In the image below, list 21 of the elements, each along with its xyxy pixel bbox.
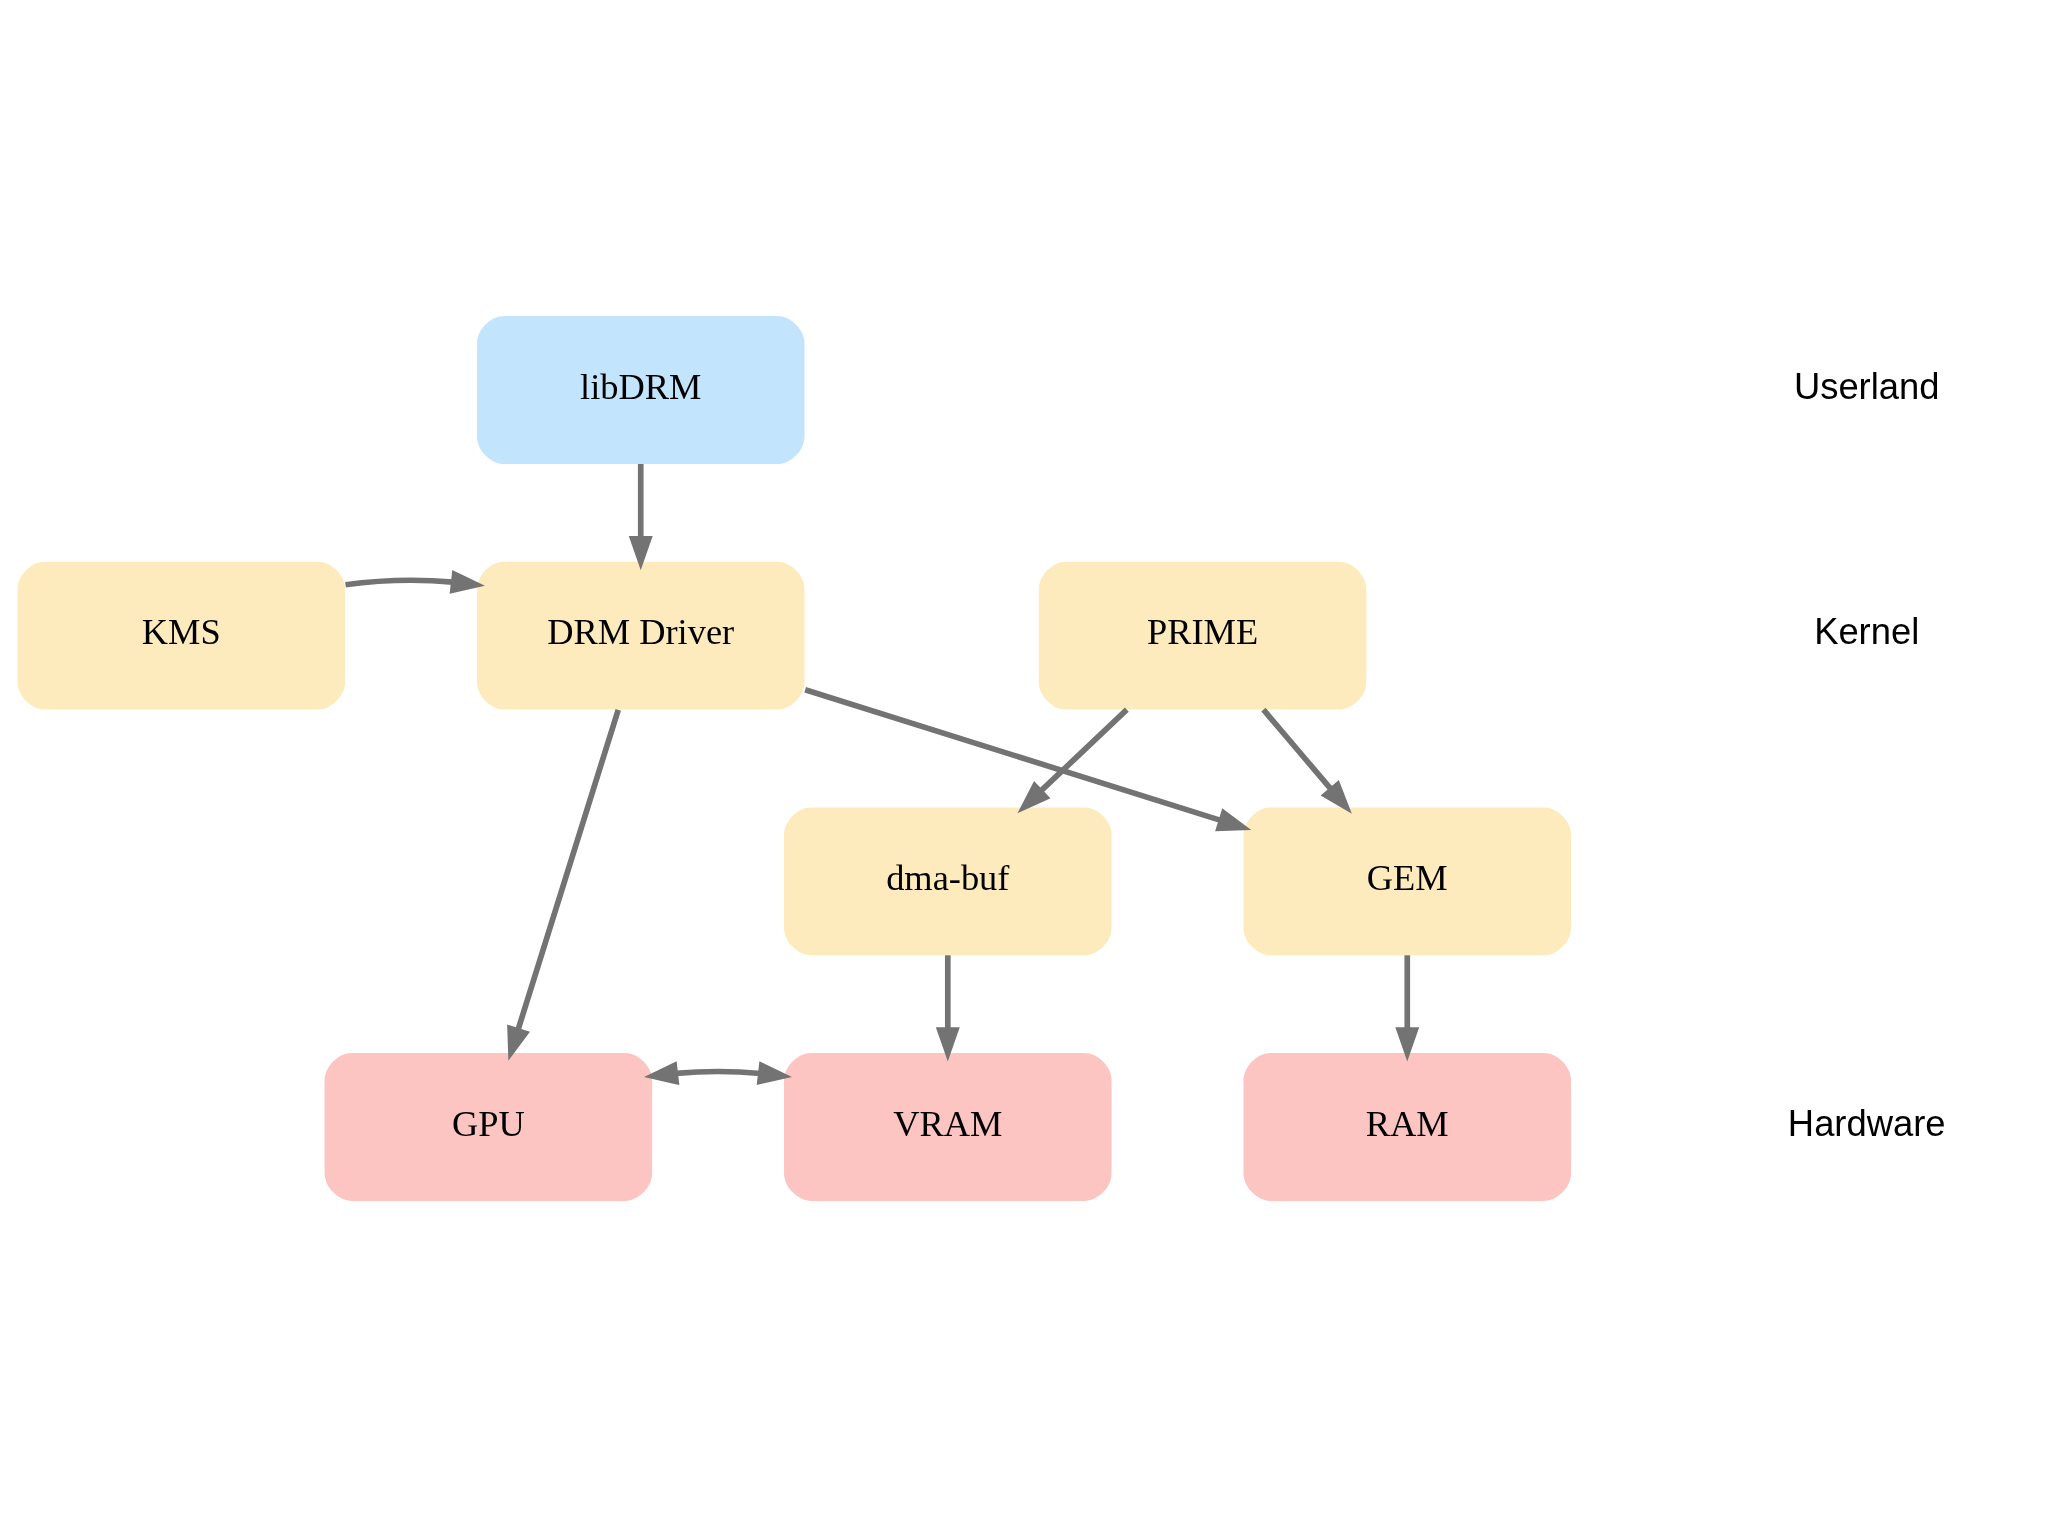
arrow bbox=[507, 708, 621, 1061]
arrow bbox=[804, 686, 1252, 831]
node-box: DRM Driver bbox=[476, 561, 805, 710]
node-box: GEM bbox=[1243, 806, 1572, 955]
node-box: VRAM bbox=[784, 1052, 1112, 1201]
node-box: libDRM bbox=[476, 315, 805, 464]
arrow bbox=[1017, 707, 1129, 813]
node-box: RAM bbox=[1243, 1052, 1572, 1201]
arrow bbox=[628, 463, 653, 570]
node-box: GPU bbox=[324, 1052, 653, 1201]
arrow bbox=[644, 1060, 793, 1085]
arrow bbox=[1261, 707, 1352, 814]
node-box: KMS bbox=[17, 561, 346, 710]
node-box: dma-buf bbox=[784, 806, 1112, 955]
label: Hardware bbox=[1787, 1102, 1946, 1144]
arrow bbox=[935, 954, 960, 1061]
arrow bbox=[1395, 954, 1420, 1061]
label: Kernel bbox=[1814, 610, 1920, 652]
node-box: PRIME bbox=[1038, 561, 1367, 710]
label: Userland bbox=[1793, 365, 1940, 407]
arrow bbox=[345, 569, 485, 594]
